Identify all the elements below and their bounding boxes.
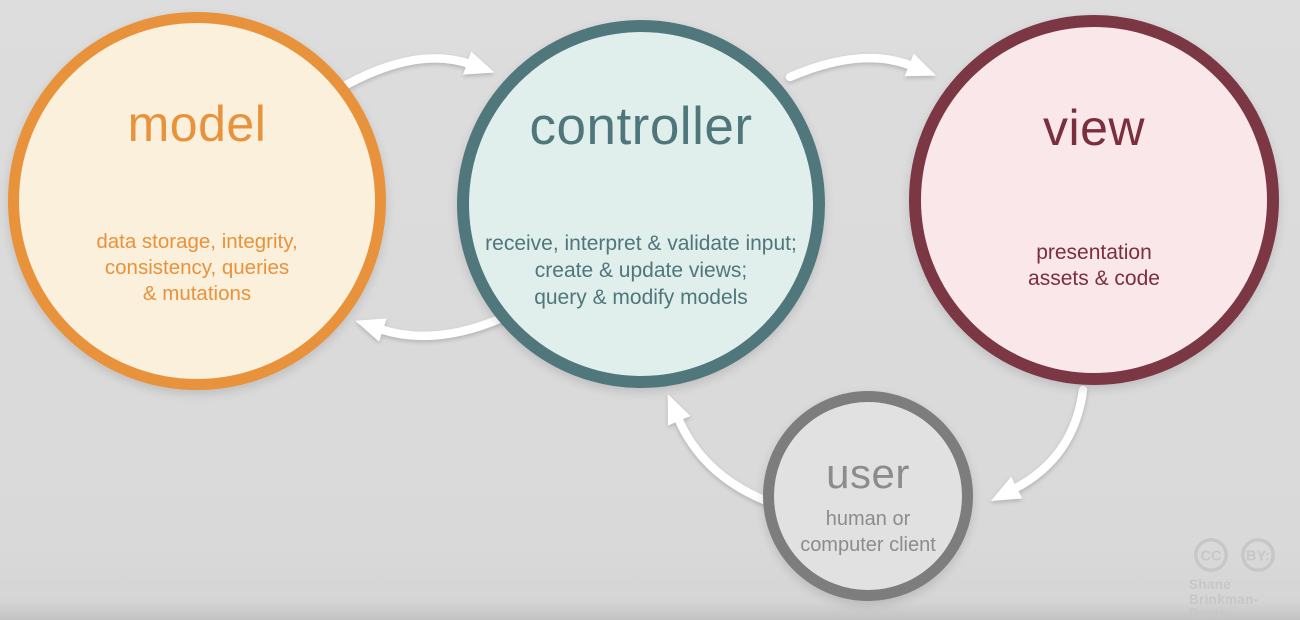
model-description: data storage, integrity, consistency, qu…	[19, 229, 375, 307]
arrow-controller-to-view	[785, 53, 937, 82]
view-description-line: presentation	[1036, 241, 1152, 264]
user-node: user human or computer client	[763, 391, 973, 601]
arrow-model-to-controller	[341, 51, 495, 90]
by-badge-text: BY:	[1246, 549, 1270, 565]
controller-description: receive, interpret & validate input; cre…	[469, 230, 813, 311]
model-description-line: data storage, integrity,	[96, 230, 298, 253]
attribution-name-line1: Shane	[1189, 577, 1232, 592]
cc-by-license-icon: CC BY:	[1194, 538, 1275, 572]
cc-circle-icon	[1194, 538, 1228, 572]
user-description-line: human or	[825, 508, 911, 530]
user-description-line: computer client	[800, 534, 936, 556]
model-label: model	[127, 96, 267, 152]
controller-description-line: create & update views;	[534, 259, 748, 282]
by-circle-icon	[1241, 538, 1275, 572]
arrow-view-to-user	[990, 385, 1088, 501]
view-node: view presentation assets & code	[909, 15, 1279, 385]
view-description: presentation assets & code	[921, 240, 1267, 292]
controller-node: controller receive, interpret & validate…	[457, 20, 825, 388]
controller-description-line: query & modify models	[534, 286, 748, 309]
model-description-line: & mutations	[142, 282, 252, 305]
model-description-line: consistency, queries	[104, 256, 290, 279]
user-label: user	[826, 450, 910, 497]
controller-label: controller	[529, 97, 753, 156]
model-node: model data storage, integrity, consisten…	[8, 12, 386, 390]
view-label: view	[1042, 100, 1146, 156]
arrow-controller-to-model	[355, 313, 507, 342]
controller-description-line: receive, interpret & validate input;	[485, 232, 797, 255]
arrow-user-to-controller	[667, 394, 769, 505]
user-description: human or computer client	[774, 506, 962, 558]
attribution-name-line2: Brinkman-Davis	[1189, 591, 1259, 620]
attribution: CC BY: Shane Brinkman-Davis	[1185, 534, 1295, 620]
view-description-line: assets & code	[1028, 267, 1160, 290]
cc-badge-text: CC	[1201, 549, 1222, 565]
